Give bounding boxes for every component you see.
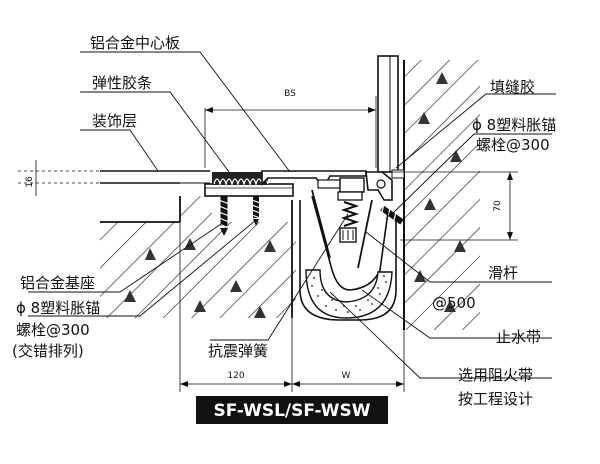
width-120-label: 120 bbox=[227, 371, 244, 381]
waterstop bbox=[299, 195, 397, 321]
thickness-dimension bbox=[18, 160, 100, 196]
aluminum-center-plate-label: 铝合金中心板 bbox=[90, 34, 180, 52]
anchor-bolt-left-2 bbox=[251, 196, 261, 226]
left-anchor-label-1: ϕ 8塑料胀锚 bbox=[16, 299, 100, 317]
slide-bar-label: 滑杆 bbox=[488, 264, 518, 282]
left-concrete-slab bbox=[100, 196, 296, 318]
wall-finish-panel bbox=[377, 55, 399, 173]
seismic-spring-label: 抗震弹簧 bbox=[208, 342, 268, 360]
depth-dimension bbox=[392, 171, 518, 241]
title-bar bbox=[196, 396, 388, 424]
thickness-dimension-label: 16 bbox=[25, 176, 35, 188]
drawing-title: SF-WSL/SF-WSW bbox=[213, 401, 370, 421]
aluminum-base-label: 铝合金基座 bbox=[20, 274, 95, 292]
anchor-bolt-left-1 bbox=[218, 196, 230, 236]
bottom-dimensions bbox=[179, 222, 405, 392]
elastic-strip bbox=[212, 172, 269, 187]
bs-dimension bbox=[204, 96, 377, 168]
right-concrete-wall bbox=[403, 60, 480, 330]
slide-bar-spacing-label: @500 bbox=[432, 294, 476, 312]
right-bracket bbox=[339, 169, 405, 201]
right-anchor-label-1: ϕ 8塑料胀锚 bbox=[472, 116, 556, 134]
left-anchor-label-3: (交错排列) bbox=[12, 342, 84, 360]
width-w-label: W bbox=[342, 371, 351, 381]
decorative-layer bbox=[100, 170, 210, 184]
leader-lines bbox=[28, 51, 556, 379]
left-anchor-label-2: 螺栓@300 bbox=[16, 321, 90, 339]
aluminum-base bbox=[204, 183, 294, 197]
elastic-strip-label: 弹性胶条 bbox=[92, 74, 152, 92]
bs-dimension-label: BS bbox=[284, 89, 296, 99]
waterstop-label: 止水带 bbox=[496, 328, 541, 346]
fire-barrier-label-1: 选用阻火带 bbox=[458, 366, 533, 384]
fire-barrier-label-2: 按工程设计 bbox=[458, 390, 533, 408]
fire-barrier bbox=[305, 269, 393, 319]
depth-dimension-label: 70 bbox=[493, 200, 503, 212]
sealant-label: 填缝胶 bbox=[490, 78, 535, 96]
seismic-spring bbox=[337, 191, 363, 243]
decorative-layer-label: 装饰层 bbox=[92, 112, 137, 130]
right-anchor-label-2: 螺栓@300 bbox=[476, 136, 550, 154]
